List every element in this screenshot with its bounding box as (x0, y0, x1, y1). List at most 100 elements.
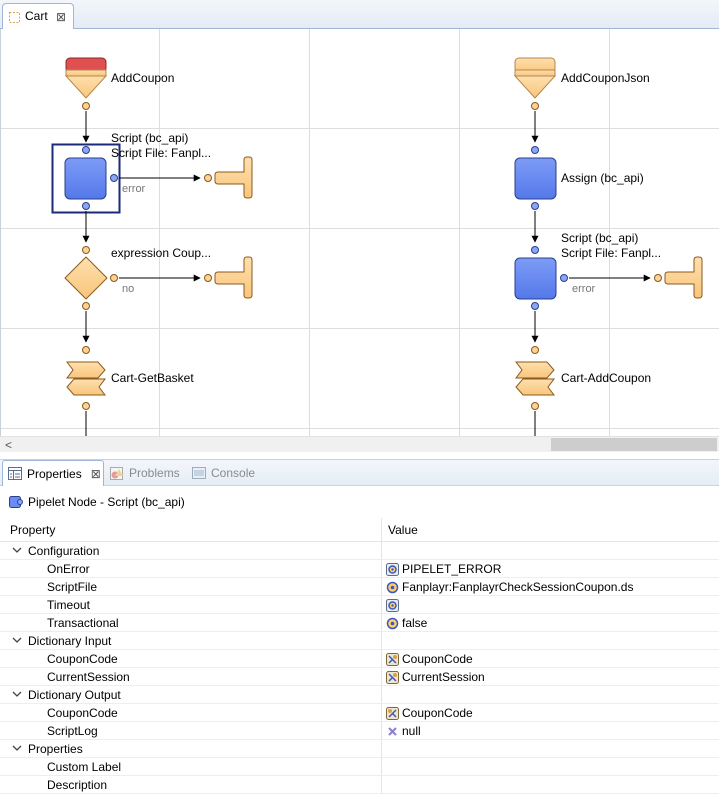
tab-cart-label: Cart (25, 9, 48, 23)
dictionary-in-icon (386, 652, 399, 666)
column-header-property[interactable]: Property (10, 523, 56, 537)
table-header: Property Value (0, 518, 719, 542)
chevron-down-icon[interactable] (12, 743, 22, 753)
error-connector-label-right: error (572, 283, 596, 295)
tab-properties-label: Properties (27, 466, 82, 481)
group-label: Dictionary Input (28, 634, 112, 648)
group-row-properties[interactable]: Properties (0, 740, 719, 758)
group-label: Configuration (28, 544, 100, 558)
error-end-node (214, 156, 253, 199)
scrollbar-thumb[interactable] (551, 438, 717, 451)
call-node-label-right[interactable]: Cart-AddCoupon (561, 371, 652, 385)
tab-cart[interactable]: Cart ⊠ (2, 3, 74, 29)
script-node-label-right[interactable]: Script (bc_api) (561, 231, 639, 245)
start-node-label[interactable]: AddCoupon (111, 71, 175, 85)
property-value[interactable]: false (402, 616, 428, 630)
table-row[interactable]: Custom Label (0, 758, 719, 776)
pipeline-diagram (1, 29, 719, 436)
chevron-down-icon[interactable] (12, 635, 22, 645)
table-row[interactable]: CurrentSession CurrentSession (0, 668, 719, 686)
decision-node-label[interactable]: expression Coup... (111, 246, 212, 260)
script-node-label[interactable]: Script (bc_api) (111, 131, 189, 145)
property-name: Custom Label (47, 760, 122, 774)
property-value[interactable]: Fanplayr:FanplayrCheckSessionCoupon.ds (402, 580, 634, 594)
start-node-label-right[interactable]: AddCouponJson (561, 71, 650, 85)
views-tab-bar: Properties ⊠ Problems Console (0, 459, 719, 486)
table-row[interactable]: ScriptLog null (0, 722, 719, 740)
no-end-node (214, 256, 253, 299)
tab-console-label: Console (211, 466, 256, 480)
close-icon[interactable]: ⊠ (90, 466, 101, 481)
diagram-grid (1, 29, 719, 436)
dictionary-out-icon (386, 706, 399, 720)
property-name: Description (47, 778, 108, 792)
property-name: CurrentSession (47, 670, 130, 684)
table-row[interactable]: Transactional false (0, 614, 719, 632)
group-row-dictionary-input[interactable]: Dictionary Input (0, 632, 719, 650)
editor-tab-bar: Cart ⊠ (0, 0, 719, 29)
call-node-addcoupon (515, 361, 555, 379)
pipeline-diagram-canvas[interactable]: AddCoupon Script (bc_api) Script File: F… (0, 29, 719, 436)
property-name: Transactional (47, 616, 119, 630)
group-label: Dictionary Output (28, 688, 121, 702)
property-value[interactable]: null (402, 724, 421, 738)
config-icon (386, 617, 399, 629)
group-row-configuration[interactable]: Configuration (0, 542, 719, 560)
property-name: CouponCode (47, 652, 118, 666)
no-connector-label: no (122, 283, 135, 295)
property-name: CouponCode (47, 706, 118, 720)
assign-pipelet-node (514, 157, 557, 200)
property-name: OnError (47, 562, 90, 576)
decision-node (64, 256, 108, 300)
property-name: ScriptLog (47, 724, 98, 738)
pipelet-node-icon (9, 495, 23, 508)
properties-icon (8, 467, 22, 480)
property-value[interactable]: CurrentSession (402, 670, 485, 684)
error-end-node-right (664, 256, 703, 299)
properties-title-bar: Pipelet Node - Script (bc_api) (0, 490, 719, 514)
group-label: Properties (28, 742, 83, 756)
call-node-label[interactable]: Cart-GetBasket (111, 371, 194, 385)
properties-title: Pipelet Node - Script (bc_api) (28, 495, 185, 509)
script-pipelet-node (64, 157, 107, 200)
tab-properties[interactable]: Properties ⊠ (2, 460, 104, 486)
chevron-down-icon[interactable] (12, 545, 22, 555)
script-pipelet-node-right (514, 257, 557, 300)
scroll-left-icon[interactable]: < (5, 438, 13, 452)
problems-icon (110, 466, 123, 480)
close-icon[interactable]: ⊠ (56, 10, 67, 24)
start-node-addcoupon (64, 57, 108, 99)
pipeline-file-icon (9, 12, 20, 23)
tab-problems-label: Problems (129, 466, 180, 480)
script-file-label[interactable]: Script File: Fanpl... (111, 146, 212, 160)
config-icon (386, 562, 399, 576)
script-file-label-right[interactable]: Script File: Fanpl... (561, 246, 662, 260)
horizontal-scrollbar[interactable]: < (0, 436, 719, 452)
property-value[interactable]: PIPELET_ERROR (402, 562, 502, 576)
dictionary-in-icon (386, 670, 399, 684)
table-row[interactable]: Description (0, 776, 719, 794)
property-name: ScriptFile (47, 580, 98, 594)
group-row-dictionary-output[interactable]: Dictionary Output (0, 686, 719, 704)
assign-node-label[interactable]: Assign (bc_api) (561, 171, 644, 185)
config-icon (386, 581, 399, 593)
console-icon (192, 466, 206, 479)
table-row[interactable]: CouponCode CouponCode (0, 704, 719, 722)
start-node-addcouponjson (513, 57, 557, 99)
error-connector-label: error (122, 183, 146, 195)
table-row[interactable]: CouponCode CouponCode (0, 650, 719, 668)
table-row[interactable]: Timeout (0, 596, 719, 614)
config-icon (386, 598, 399, 612)
property-value[interactable]: CouponCode (402, 652, 473, 666)
property-name: Timeout (47, 598, 90, 612)
table-row[interactable]: ScriptFile Fanplayr:FanplayrCheckSession… (0, 578, 719, 596)
tab-problems[interactable]: Problems (110, 460, 180, 486)
chevron-down-icon[interactable] (12, 689, 22, 699)
call-node-getbasket (66, 361, 106, 379)
property-value[interactable]: CouponCode (402, 706, 473, 720)
null-icon (388, 726, 397, 736)
properties-table: Property Value Configuration OnError PIP… (0, 518, 719, 794)
tab-console[interactable]: Console (192, 460, 255, 486)
column-header-value[interactable]: Value (388, 523, 418, 537)
table-row[interactable]: OnError PIPELET_ERROR (0, 560, 719, 578)
